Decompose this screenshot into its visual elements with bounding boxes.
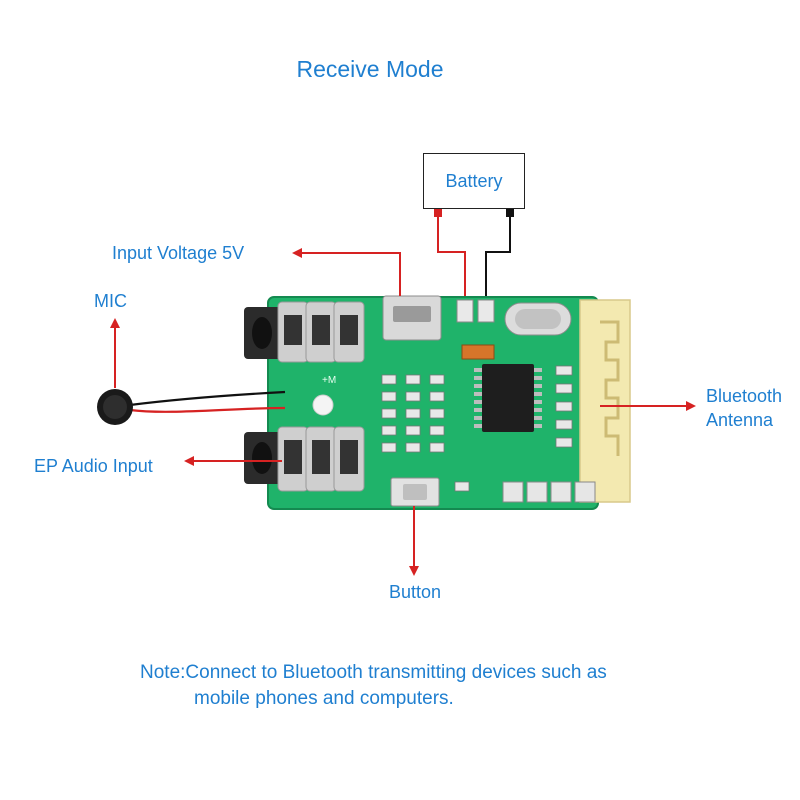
note-text: Note:Connect to Bluetooth transmitting d… bbox=[140, 660, 607, 712]
chip-icon bbox=[474, 364, 542, 432]
usb-port-icon bbox=[382, 295, 442, 341]
crystal-icon bbox=[504, 302, 572, 336]
diode bbox=[461, 344, 495, 360]
smd-components bbox=[381, 365, 573, 492]
antenna-area bbox=[579, 299, 631, 503]
microphone-icon bbox=[97, 389, 286, 425]
mounting-hole bbox=[312, 394, 334, 416]
bluetooth-label-line1: Bluetooth bbox=[706, 386, 783, 406]
battery-box: Battery bbox=[423, 153, 525, 209]
audio-jack-icon-bottom bbox=[244, 426, 365, 492]
button-label: Button bbox=[389, 582, 442, 602]
battery-pads bbox=[456, 299, 495, 323]
note-line-1: Note:Connect to Bluetooth transmitting d… bbox=[140, 662, 607, 683]
callout-arrows bbox=[110, 248, 696, 576]
battery-label: Battery bbox=[445, 170, 503, 191]
input-voltage-label: Input Voltage 5V bbox=[112, 243, 245, 263]
antenna-trace bbox=[600, 320, 620, 456]
battery-wires bbox=[434, 209, 514, 303]
page-title: Receive Mode bbox=[296, 56, 444, 82]
note-line-2: mobile phones and computers. bbox=[194, 688, 454, 709]
ep-audio-input-label: EP Audio Input bbox=[34, 456, 153, 476]
audio-jack-icon-top bbox=[244, 301, 365, 363]
bluetooth-label-line2: Antenna bbox=[706, 410, 774, 430]
arrow-input-voltage bbox=[292, 248, 401, 296]
mic-label: MIC bbox=[94, 291, 127, 311]
svg-text:+M: +M bbox=[322, 375, 336, 386]
push-button-icon bbox=[390, 477, 440, 507]
header-pads bbox=[502, 481, 596, 503]
